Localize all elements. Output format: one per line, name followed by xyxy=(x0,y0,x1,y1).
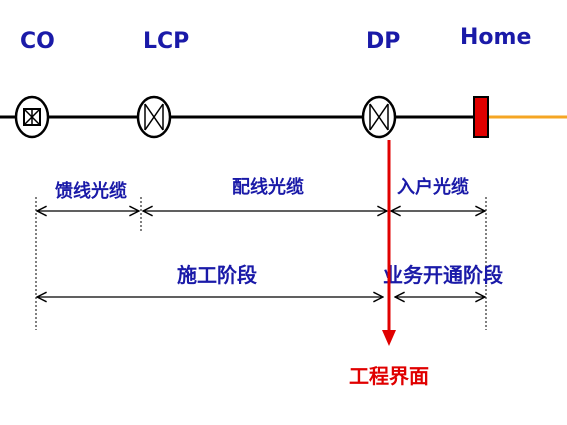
co-node-icon xyxy=(14,95,50,139)
drop-cable-label: 入户光缆 xyxy=(397,176,469,198)
construction-stage-label: 施工阶段 xyxy=(177,263,257,287)
lcp-splitter-icon xyxy=(136,95,172,139)
node-label-co: CO xyxy=(20,29,55,54)
engineering-boundary-arrowhead xyxy=(382,330,396,346)
distribution-cable-label: 配线光缆 xyxy=(232,176,304,198)
home-terminal-icon xyxy=(473,96,489,138)
dp-splitter-icon xyxy=(361,95,397,139)
node-label-dp: DP xyxy=(366,29,400,54)
node-label-lcp: LCP xyxy=(143,29,189,54)
service-activation-stage-label: 业务开通阶段 xyxy=(383,263,503,287)
engineering-boundary-label: 工程界面 xyxy=(349,364,429,388)
node-label-home: Home xyxy=(460,25,531,50)
feeder-cable-label: 馈线光缆 xyxy=(55,180,127,202)
